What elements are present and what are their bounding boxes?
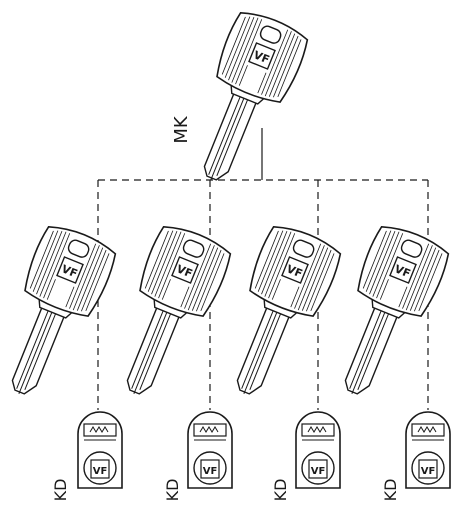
cylinder-2-logo: VF <box>203 466 218 477</box>
cylinder-1-label: KD <box>51 479 70 502</box>
cylinder-4: VF <box>405 411 451 489</box>
key-3-logo: VF <box>285 262 305 280</box>
key-1: VF <box>0 220 120 408</box>
cylinder-3: VF <box>295 411 341 489</box>
master-key-logo: VF <box>252 48 272 66</box>
cylinder-4-logo: VF <box>421 466 436 477</box>
key-4-logo: VF <box>393 262 413 280</box>
key-2-logo: VF <box>175 262 195 280</box>
master-key: VF <box>176 6 312 194</box>
key-2: VF <box>99 220 235 408</box>
cylinder-2-label: KD <box>163 479 182 502</box>
cylinder-2: VF <box>187 411 233 489</box>
cylinder-1: VF <box>77 411 123 489</box>
master-key-label: MK <box>171 115 192 144</box>
cylinder-4-label: KD <box>381 479 400 502</box>
cylinder-3-label: KD <box>271 479 290 502</box>
key-3: VF <box>209 220 345 408</box>
key-4: VF <box>317 220 453 408</box>
cylinder-1-logo: VF <box>93 466 108 477</box>
key-1-logo: VF <box>60 262 80 280</box>
cylinder-3-logo: VF <box>311 466 326 477</box>
